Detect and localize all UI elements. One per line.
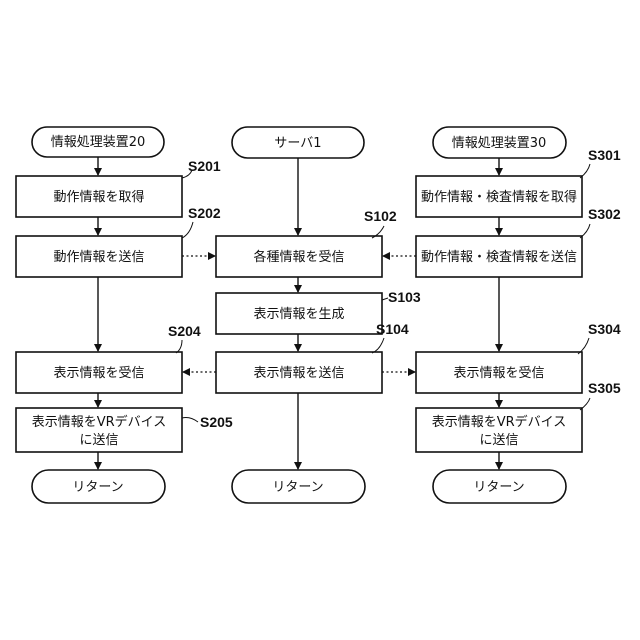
process-label-s202: 動作情報を送信 — [53, 250, 144, 265]
step-id-s305: S305 — [588, 380, 621, 396]
start-label-device20: 情報処理装置20 — [51, 135, 146, 150]
process-box-s301: 動作情報・検査情報を取得 — [416, 176, 582, 217]
process-label-s205-line2: に送信 — [79, 433, 118, 448]
process-box-s304: 表示情報を受信 — [416, 352, 582, 393]
step-id-s201: S201 — [188, 158, 221, 174]
step-id-s304: S304 — [588, 321, 621, 337]
process-box-s302: 動作情報・検査情報を送信 — [416, 236, 582, 277]
start-terminal-server1: サーバ1 — [232, 127, 364, 158]
end-terminal-center: リターン — [232, 470, 365, 503]
start-label-device30: 情報処理装置30 — [452, 136, 547, 151]
step-id-s102: S102 — [364, 208, 397, 224]
process-label-s102: 各種情報を受信 — [253, 249, 344, 265]
leader-s104 — [372, 338, 384, 353]
start-terminal-device20: 情報処理装置20 — [32, 127, 164, 157]
process-label-s103: 表示情報を生成 — [253, 307, 344, 322]
process-label-s304: 表示情報を受信 — [453, 366, 544, 381]
leader-s305 — [580, 398, 590, 410]
end-terminal-left: リターン — [32, 470, 165, 503]
process-label-s201: 動作情報を取得 — [53, 189, 144, 205]
end-label-right: リターン — [473, 480, 524, 495]
start-label-server1: サーバ1 — [274, 136, 321, 151]
process-box-s102: 各種情報を受信 — [216, 236, 382, 277]
start-terminal-device30: 情報処理装置30 — [433, 127, 566, 158]
step-id-s103: S103 — [388, 289, 421, 305]
leader-s202 — [182, 222, 193, 238]
end-label-left: リターン — [72, 480, 123, 495]
step-id-s205: S205 — [200, 414, 233, 430]
process-label-s305-line2: に送信 — [479, 433, 518, 448]
step-id-s301: S301 — [588, 147, 621, 163]
end-label-center: リターン — [272, 480, 323, 495]
step-id-s202: S202 — [188, 205, 221, 221]
process-label-s302: 動作情報・検査情報を送信 — [421, 250, 577, 265]
process-box-s204: 表示情報を受信 — [16, 352, 182, 393]
leader-s205 — [182, 418, 198, 423]
process-box-s205: 表示情報をVRデバイス に送信 — [16, 408, 182, 452]
process-label-s205-line1: 表示情報をVRデバイス — [32, 414, 167, 430]
process-box-s104: 表示情報を送信 — [216, 352, 382, 393]
step-id-s204: S204 — [168, 323, 201, 339]
step-id-s104: S104 — [376, 321, 409, 337]
process-label-s301: 動作情報・検査情報を取得 — [421, 189, 577, 205]
process-box-s103: 表示情報を生成 — [216, 293, 382, 334]
end-terminal-right: リターン — [433, 470, 566, 503]
process-box-s201: 動作情報を取得 — [16, 176, 182, 217]
leader-s204 — [176, 340, 182, 353]
process-label-s204: 表示情報を受信 — [53, 366, 144, 381]
process-box-s305: 表示情報をVRデバイス に送信 — [416, 408, 582, 452]
step-id-s302: S302 — [588, 206, 621, 222]
process-label-s104: 表示情報を送信 — [253, 366, 344, 381]
process-box-s202: 動作情報を送信 — [16, 236, 182, 277]
process-label-s305-line1: 表示情報をVRデバイス — [432, 414, 567, 430]
